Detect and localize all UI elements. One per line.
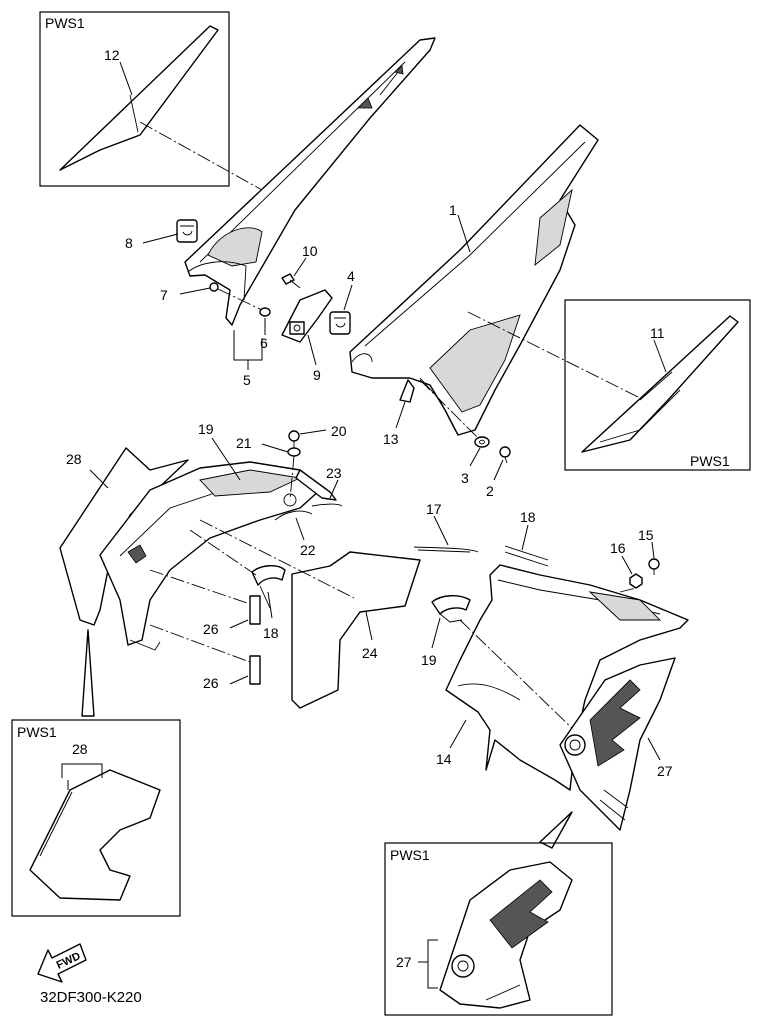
fwd-arrow-icon: FWD — [37, 943, 87, 983]
part-23-trim: 22 — [274, 493, 316, 558]
part-3-washer: 3 — [461, 436, 490, 486]
part-9-bracket: 9 — [281, 289, 333, 383]
callout-24: 23 — [326, 465, 342, 481]
part-left-side-cover — [184, 37, 436, 326]
callout-14: 14 — [436, 751, 452, 767]
callout-5: 5 — [243, 372, 251, 388]
callout-13: 13 — [383, 431, 399, 447]
callout-16: 16 — [610, 540, 626, 556]
pointer-to-inset-28 — [81, 629, 95, 717]
inset-label: PWS1 — [390, 847, 430, 863]
inset-pws1-part-12: PWS1 12 — [39, 11, 263, 191]
part-7-screw: 7 — [160, 282, 263, 311]
part-1-right-side-cover: 1 — [349, 124, 599, 436]
part-19-right-duct: 19 — [421, 595, 471, 668]
inset-label: PWS1 — [17, 724, 57, 740]
callout-4: 4 — [347, 268, 355, 284]
callout-27: 27 — [657, 763, 673, 779]
inset-label: PWS1 — [690, 453, 730, 469]
callout-28-inset: 28 — [72, 741, 88, 757]
part-26-tape-lower: 26 — [149, 624, 261, 691]
inset-pws1-part-11: PWS1 11 — [467, 299, 751, 471]
callout-26b: 26 — [203, 675, 219, 691]
callout-10: 10 — [302, 243, 318, 259]
callout-6: 6 — [260, 335, 268, 351]
part-6-collar: 6 — [259, 307, 271, 351]
figure-code: 32DF300-K220 — [40, 989, 142, 1006]
callout-1: 1 — [449, 202, 457, 218]
part-4-grommet: 4 — [329, 268, 355, 335]
callout-17: 17 — [426, 501, 442, 517]
callout-23: 22 — [300, 542, 316, 558]
callout-27-inset: 27 — [396, 954, 412, 970]
part-26-tape-upper: 26 — [149, 569, 261, 637]
inset-pws1-part-27: PWS1 27 — [384, 842, 613, 1016]
callout-21: 20 — [331, 423, 347, 439]
callout-22: 21 — [236, 435, 252, 451]
pointer-to-inset-27 — [539, 811, 573, 849]
part-10-bolt: 10 — [281, 243, 318, 289]
group-5-bracket: 5 — [233, 330, 263, 388]
part-15-screw: 15 — [638, 527, 660, 575]
callout-28: 28 — [66, 451, 82, 467]
inset-label: PWS1 — [45, 15, 85, 31]
part-21-screw: 20 — [288, 423, 347, 448]
callout-9: 9 — [313, 367, 321, 383]
part-25-inner-panel: 24 — [199, 519, 421, 709]
inset-pws1-part-28: PWS1 28 — [11, 719, 181, 917]
callout-12: 12 — [104, 47, 120, 63]
callout-7: 7 — [160, 287, 168, 303]
part-2-screw: 2 — [486, 446, 511, 499]
callout-2: 2 — [486, 483, 494, 499]
part-13-damper: 13 — [383, 379, 415, 447]
part-17-strip: 17 — [413, 501, 479, 553]
part-20-front-cowl: 19 — [99, 421, 321, 651]
callout-25: 24 — [362, 645, 378, 661]
part-19-left-duct: 18 — [189, 529, 286, 641]
callout-20: 19 — [198, 421, 214, 437]
part-16-nut: 16 — [610, 540, 643, 593]
part-18-strip: 18 — [504, 509, 549, 567]
callout-18: 18 — [520, 509, 536, 525]
callout-3: 3 — [461, 470, 469, 486]
part-27-decal: 27 — [559, 657, 676, 831]
part-8-grommet: 8 — [125, 219, 198, 251]
callout-8: 8 — [125, 235, 133, 251]
callout-11: 11 — [650, 325, 665, 341]
part-24-strip: 23 — [295, 465, 343, 507]
callout-15: 15 — [638, 527, 654, 543]
callout-19a: 18 — [263, 625, 279, 641]
callout-19b: 19 — [421, 652, 437, 668]
part-22-grommet: 21 — [236, 435, 301, 501]
callout-26a: 26 — [203, 621, 219, 637]
part-14-right-cowl: 14 — [436, 564, 689, 791]
